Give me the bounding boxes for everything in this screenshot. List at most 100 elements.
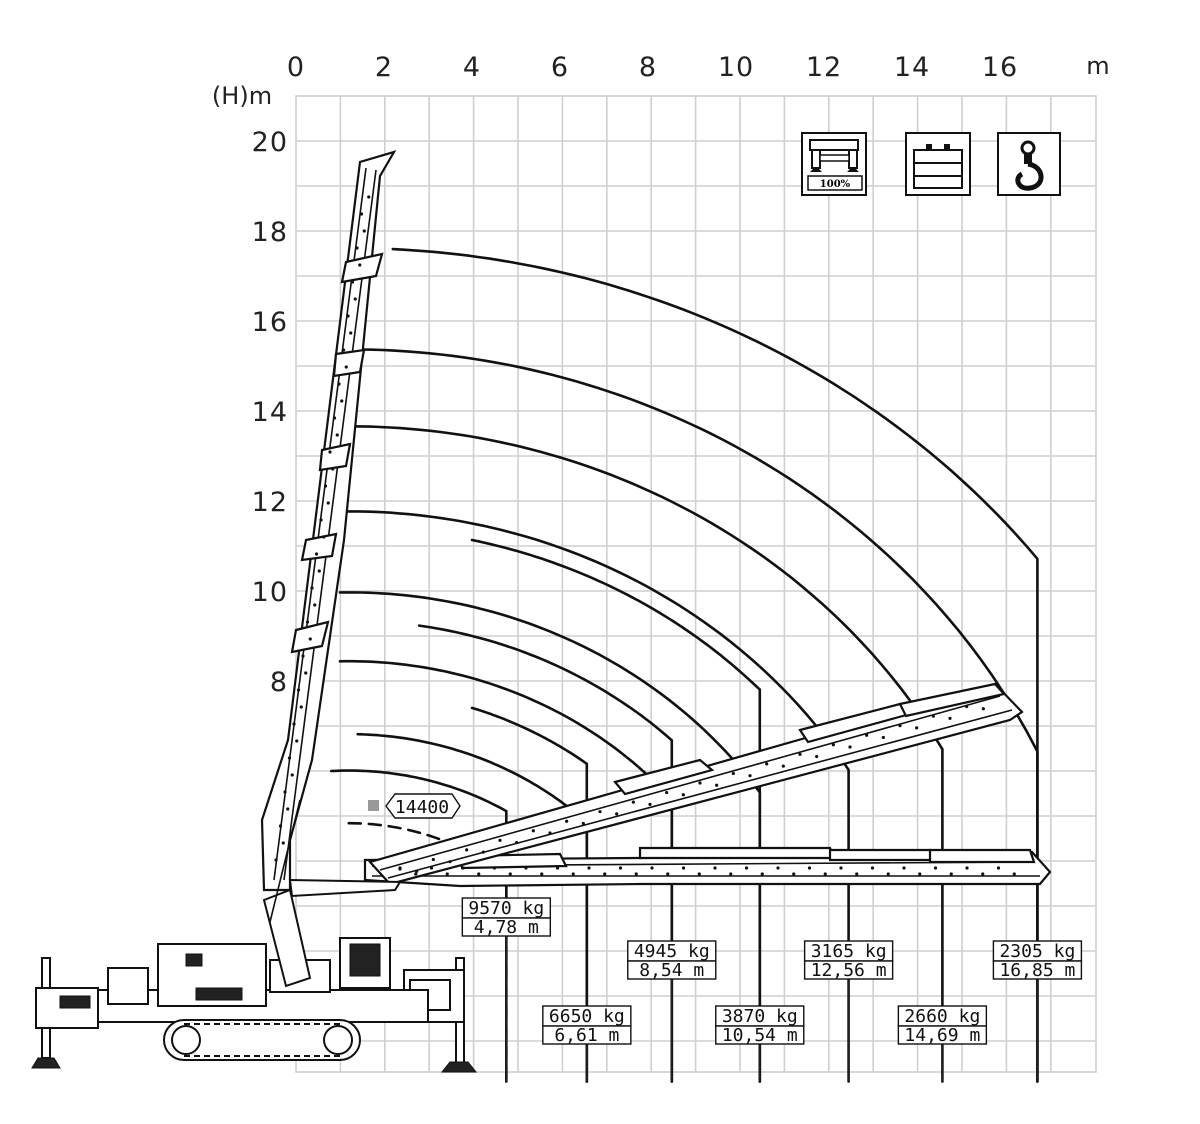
y-axis-unit: (H)m bbox=[212, 82, 272, 110]
rivet bbox=[498, 838, 502, 842]
rivet bbox=[581, 821, 585, 826]
rivet bbox=[337, 382, 341, 386]
rivet bbox=[981, 707, 985, 711]
rivet bbox=[481, 850, 485, 854]
rivet bbox=[477, 872, 481, 876]
rivet bbox=[281, 841, 285, 845]
rivet bbox=[429, 866, 434, 870]
boom-horizontal bbox=[363, 846, 1052, 888]
load-label: 9570 kg4,78 m bbox=[461, 897, 552, 938]
rivet bbox=[996, 866, 1001, 870]
load-label: 4945 kg8,54 m bbox=[627, 940, 717, 981]
reach-value: 12,56 m bbox=[811, 960, 887, 981]
rivet bbox=[355, 246, 359, 250]
load-curve bbox=[470, 538, 762, 1083]
rivet bbox=[304, 671, 308, 675]
reach-label-box bbox=[715, 1025, 805, 1045]
rivet bbox=[713, 866, 717, 870]
rivet bbox=[603, 872, 607, 876]
rivet bbox=[524, 866, 528, 870]
rivet bbox=[461, 866, 465, 870]
rivet bbox=[648, 802, 652, 806]
x-tick-label: 4 bbox=[463, 52, 481, 83]
rivet bbox=[328, 450, 332, 454]
load-value: 4945 kg bbox=[634, 941, 710, 962]
rivet bbox=[666, 872, 670, 876]
max-load-label: 14400 bbox=[395, 797, 449, 818]
y-tick-label: 8 bbox=[270, 667, 288, 698]
load-label: 6650 kg6,61 m bbox=[542, 1005, 632, 1046]
rivet bbox=[319, 518, 323, 522]
rivet bbox=[349, 331, 353, 335]
rivet bbox=[587, 866, 591, 870]
load-curve bbox=[338, 424, 944, 1083]
rivet bbox=[335, 433, 339, 437]
load-labels: 9570 kg4,78 m 6650 kg6,61 m 4945 kg8,54 m 3… bbox=[461, 897, 1083, 1046]
rivet bbox=[571, 872, 575, 876]
load-curve bbox=[329, 769, 508, 1083]
rivet bbox=[681, 793, 685, 797]
rivet bbox=[902, 866, 906, 870]
load-value: 9570 kg bbox=[468, 898, 544, 919]
load-value: 3165 kg bbox=[811, 941, 887, 962]
rivet bbox=[815, 754, 819, 759]
reach-label-box bbox=[461, 917, 552, 937]
x-tick-label: 8 bbox=[639, 52, 657, 83]
rivet bbox=[748, 774, 752, 778]
rivet bbox=[274, 858, 278, 862]
rivet bbox=[292, 722, 296, 726]
rivet bbox=[798, 752, 802, 756]
reach-value: 8,54 m bbox=[639, 960, 704, 981]
x-tick-label: 16 bbox=[982, 52, 1018, 83]
rivet bbox=[618, 866, 623, 870]
svg-text:100%: 100% bbox=[820, 179, 851, 190]
outrigger-icon: 100% bbox=[801, 132, 867, 196]
rivet bbox=[341, 348, 346, 352]
rivet bbox=[398, 866, 402, 870]
rivet bbox=[631, 800, 635, 804]
rivet bbox=[965, 704, 969, 709]
load-value: 6650 kg bbox=[549, 1006, 625, 1027]
rivet bbox=[807, 866, 812, 870]
rivet bbox=[555, 866, 560, 870]
rivet bbox=[615, 812, 619, 816]
rivet bbox=[317, 569, 321, 573]
rivet bbox=[299, 705, 303, 709]
x-axis-unit: m bbox=[1086, 52, 1109, 80]
reach-label-box bbox=[627, 960, 717, 980]
rivet bbox=[415, 869, 419, 873]
boom-vertical bbox=[260, 150, 397, 892]
rivet bbox=[515, 840, 519, 845]
y-tick-label: 10 bbox=[252, 577, 288, 608]
rivet bbox=[308, 637, 312, 641]
rivet bbox=[492, 866, 497, 870]
rivet bbox=[531, 829, 535, 833]
load-curve bbox=[470, 706, 589, 1083]
load-curve bbox=[356, 732, 589, 1083]
rivet bbox=[865, 733, 869, 737]
rivet bbox=[781, 764, 785, 768]
load-curve bbox=[338, 659, 674, 1083]
rivet bbox=[831, 743, 835, 747]
rivet bbox=[792, 872, 796, 876]
rivet bbox=[729, 872, 733, 876]
reach-label-box bbox=[992, 960, 1083, 980]
reach-value: 4,78 m bbox=[474, 917, 539, 938]
boom-inclined bbox=[367, 682, 1024, 886]
rivet bbox=[286, 807, 290, 811]
reach-value: 14,69 m bbox=[904, 1025, 980, 1046]
rivet bbox=[332, 416, 337, 420]
rivet bbox=[326, 501, 330, 505]
rivet bbox=[698, 781, 702, 785]
rivet bbox=[823, 872, 827, 876]
load-value: 2660 kg bbox=[904, 1006, 980, 1027]
reach-label-box bbox=[803, 960, 894, 980]
rivet bbox=[731, 771, 735, 776]
y-tick-label: 14 bbox=[252, 397, 288, 428]
x-tick-label: 6 bbox=[551, 52, 569, 83]
rivet bbox=[301, 654, 305, 658]
rivet bbox=[310, 586, 314, 590]
